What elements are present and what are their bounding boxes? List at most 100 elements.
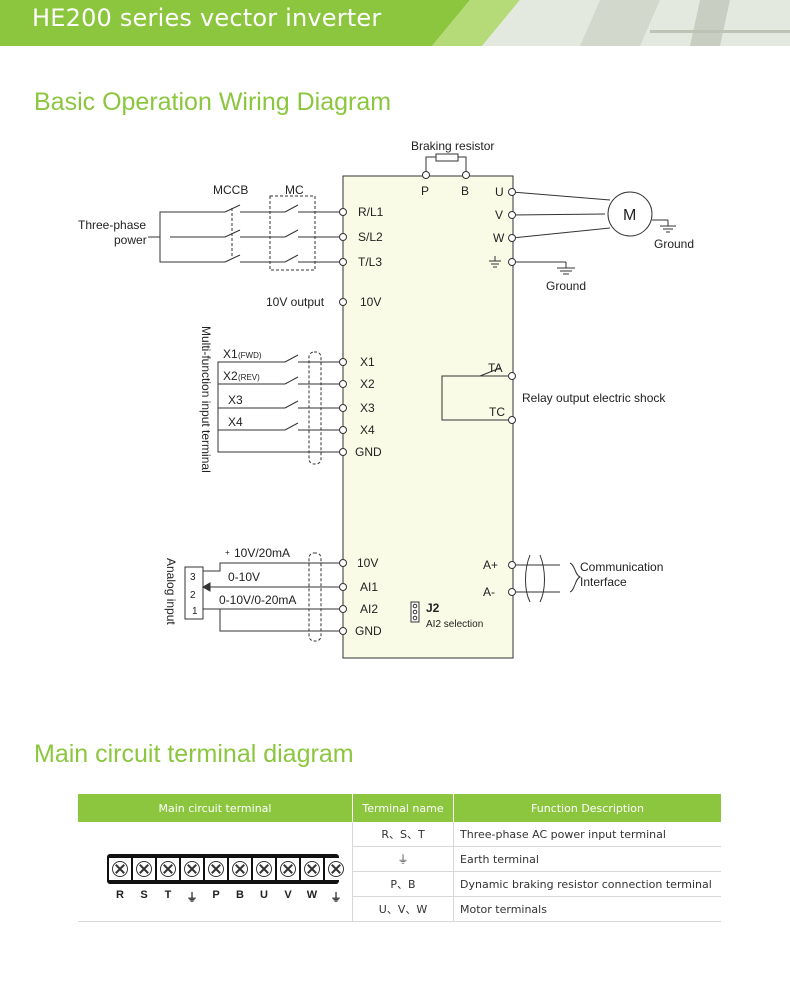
terminal-ta: TA [488,361,502,375]
terminal-10v: 10V [360,295,381,309]
pot-pin-2: 2 [190,590,196,601]
strip-label-v: V [284,888,292,901]
terminal-x1: X1 [360,355,375,369]
terminal-strip-cell: R S T ⏚ P B U V W ⏚ [78,822,353,922]
terminal-name: U、V、W [352,896,454,922]
braking-resistor-symbol [435,153,459,162]
terminal-ai1: AI1 [360,580,378,594]
screw-terminal [253,857,275,880]
terminal-x2: X2 [360,377,375,391]
table-row: P、B Dynamic braking resistor connection … [78,871,721,897]
terminal-points [339,171,516,635]
strip-label-t: T [164,888,172,901]
motor-ground-label: Ground [654,237,694,251]
strip-label-w: W [306,888,318,901]
ten-v-output-label: 10V output [266,295,325,309]
x4-left-label: X4 [228,415,243,429]
terminal-name: P、B [352,871,454,897]
terminal-u: U [495,185,504,199]
analog-input-label: Analog input [164,558,178,625]
table-row: ⏚ Earth terminal [78,846,721,872]
screw-icon [256,860,272,877]
communication-label: Communication [580,560,663,574]
motor-label: M [623,207,636,224]
screw-icon [232,860,248,877]
rev-label: (REV) [238,373,260,382]
terminal-strip-labels: R S T ⏚ P B U V W ⏚ [109,889,347,905]
x2-rev-label: X2 [223,369,238,383]
terminal-p-label: P [421,184,429,198]
wiring-diagram: Braking resistor P B MCCB MC Three-phase… [78,139,694,659]
terminal-gnd-1: GND [355,445,382,459]
terminal-table-header: Main circuit terminal Terminal name Func… [78,794,721,822]
terminal-10v-2: 10V [357,556,378,570]
function-description: Dynamic braking resistor connection term… [453,871,721,897]
inverter-ground-label: Ground [546,279,586,293]
terminal-ai2: AI2 [360,602,378,616]
banner-background [0,0,790,46]
function-description: Motor terminals [453,896,721,922]
terminal-name: R、S、T [352,822,454,847]
label-10v-20ma: 10V/20mA [234,546,290,560]
screw-terminal [157,857,179,880]
terminal-strip: R S T ⏚ P B U V W ⏚ [95,842,347,904]
screw-terminal [109,857,131,880]
banner-title: HE200 series vector inverter [32,4,382,32]
pot-pin-1: 1 [192,606,198,617]
three-phase-label: Three-phase [78,218,146,232]
x1-fwd-label: X1 [223,347,238,361]
screw-icon [304,860,320,877]
relay-output-label: Relay output electric shock [522,391,666,405]
braking-resistor-label: Braking resistor [411,139,494,153]
strip-label-ground-1: ⏚ [186,891,198,904]
inverter-box [342,175,514,659]
terminal-table: Main circuit terminal Terminal name Func… [78,794,721,922]
strip-label-r: R [116,888,124,901]
pot-pin-3: 3 [190,572,196,583]
table-row: R S T ⏚ P B U V W ⏚ R、S、T Three-phase AC… [78,822,721,922]
screw-icon [208,860,224,877]
screw-terminal [277,857,299,880]
table-row: U、V、W Motor terminals [78,896,721,922]
function-description: Earth terminal [453,846,721,872]
header-banner: HE200 series vector inverter [0,0,790,46]
mc-label: MC [285,183,304,197]
strip-label-s: S [140,888,148,901]
potentiometer-symbol [184,566,204,620]
screw-terminal [205,857,227,880]
screw-icon [160,860,176,877]
terminal-tc: TC [489,405,505,419]
plus-sign: + [225,548,230,557]
function-description: Three-phase AC power input terminal [453,822,721,847]
terminal-r-l1: R/L1 [358,205,384,219]
j2-label: J2 [426,601,440,615]
terminal-screws [109,857,347,880]
strip-label-p: P [212,888,220,901]
screw-icon [280,860,296,877]
mccb-label: MCCB [213,183,248,197]
screw-icon [184,860,200,877]
wiring-section-title: Basic Operation Wiring Diagram [34,88,392,116]
terminal-v: V [495,208,503,222]
motor-symbol [607,191,653,237]
screw-terminal [229,857,251,880]
label-0-10v-20ma: 0-10V/0-20mA [219,593,296,607]
terminal-t-l3: T/L3 [358,255,382,269]
fwd-label: (FWD) [238,351,262,360]
header-terminal-name: Terminal name [352,794,454,822]
terminal-a-minus: A- [483,585,495,599]
terminal-w: W [493,231,505,245]
strip-label-b: B [236,888,244,901]
label-0-10v: 0-10V [228,570,260,584]
header-main-circuit: Main circuit terminal [78,794,353,822]
screw-terminal [325,857,347,880]
x3-left-label: X3 [228,393,243,407]
terminal-gnd-2: GND [355,624,382,638]
interface-label: Interface [580,575,627,589]
terminal-x4: X4 [360,423,375,437]
screw-terminal [301,857,323,880]
screw-icon [328,860,344,877]
terminal-name: ⏚ [352,846,454,872]
inverter-ground-icon [489,256,501,268]
terminal-section-title: Main circuit terminal diagram [34,740,354,768]
